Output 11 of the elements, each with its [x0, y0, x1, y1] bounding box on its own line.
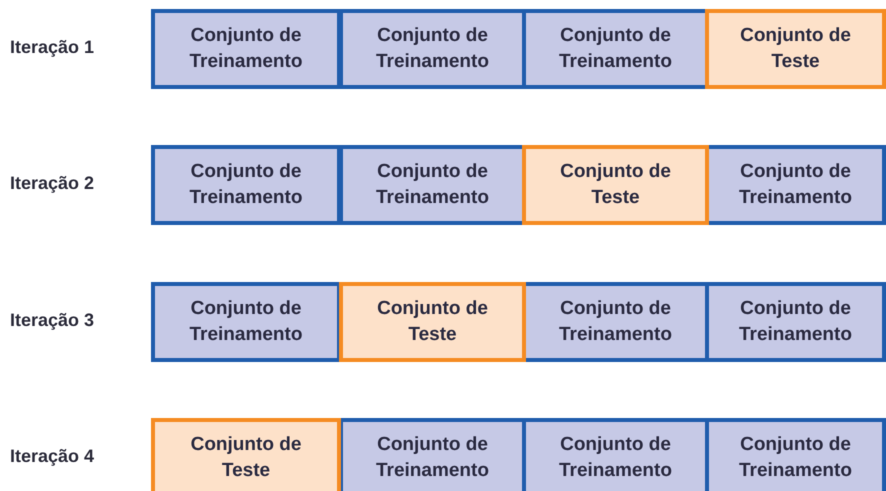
test-set-box: Conjunto de Teste: [705, 9, 886, 89]
iteration-label: Iteração 4: [10, 446, 94, 467]
training-set-box: Conjunto de Treinamento: [151, 282, 341, 362]
test-set-box: Conjunto de Teste: [522, 145, 709, 225]
training-set-box: Conjunto de Treinamento: [151, 9, 341, 89]
test-set-box: Conjunto de Teste: [151, 418, 341, 491]
iteration-label: Iteração 1: [10, 37, 94, 58]
iteration-label: Iteração 3: [10, 310, 94, 331]
iteration-label: Iteração 2: [10, 173, 94, 194]
training-set-box: Conjunto de Treinamento: [151, 145, 341, 225]
test-set-box: Conjunto de Teste: [339, 282, 526, 362]
